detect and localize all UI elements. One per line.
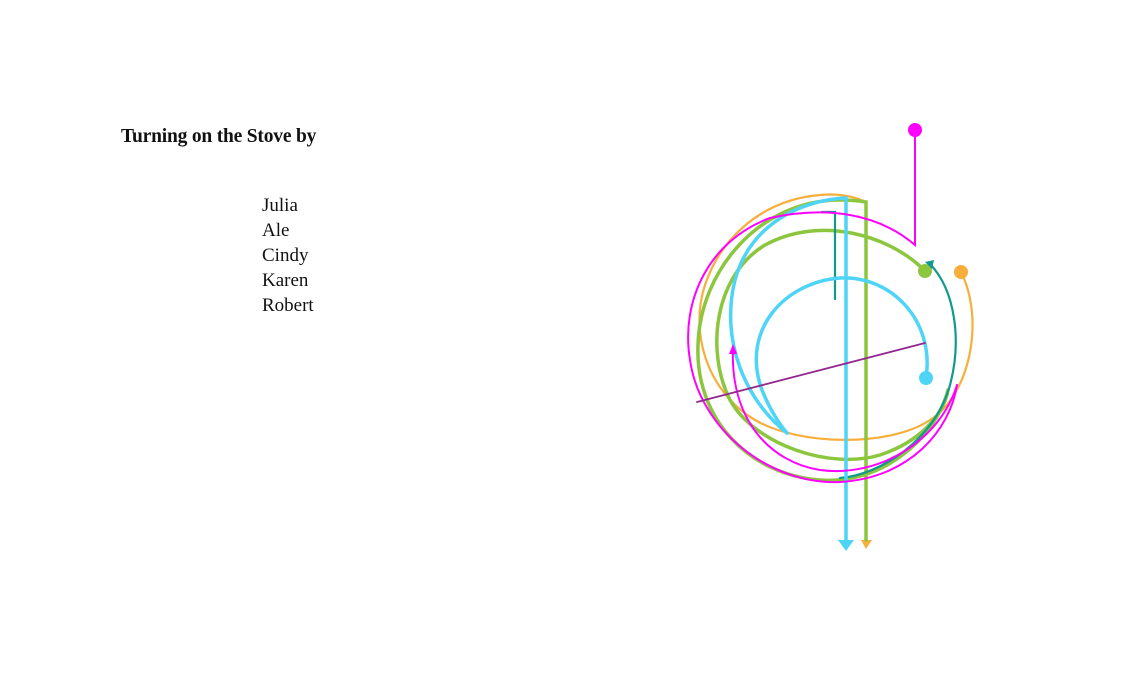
magenta-start-dot (908, 123, 922, 137)
green-start-dot (918, 264, 932, 278)
name-item: Ale (262, 220, 290, 241)
name-item: Julia (262, 195, 298, 216)
cyan-start-dot (919, 371, 933, 385)
purple-line (696, 342, 926, 403)
name-item: Robert (262, 295, 314, 316)
magenta-arrowhead (729, 344, 737, 354)
magenta-inner (731, 347, 958, 473)
teal-path (838, 262, 957, 480)
orange-start-dot (954, 265, 968, 279)
cyan-path-outer (728, 196, 848, 542)
teal-arrowhead (925, 260, 934, 269)
names-list: Julia Ale Cindy Karen Robert (262, 193, 314, 318)
orange-arrowhead (861, 540, 872, 549)
teal-stub (820, 210, 837, 301)
page-title: Turning on the Stove by (121, 126, 317, 147)
name-item: Karen (262, 270, 309, 291)
cyan-arrowhead (838, 540, 854, 551)
name-item: Cindy (262, 245, 309, 266)
cyan-path (754, 276, 929, 435)
magenta-path (687, 129, 958, 484)
